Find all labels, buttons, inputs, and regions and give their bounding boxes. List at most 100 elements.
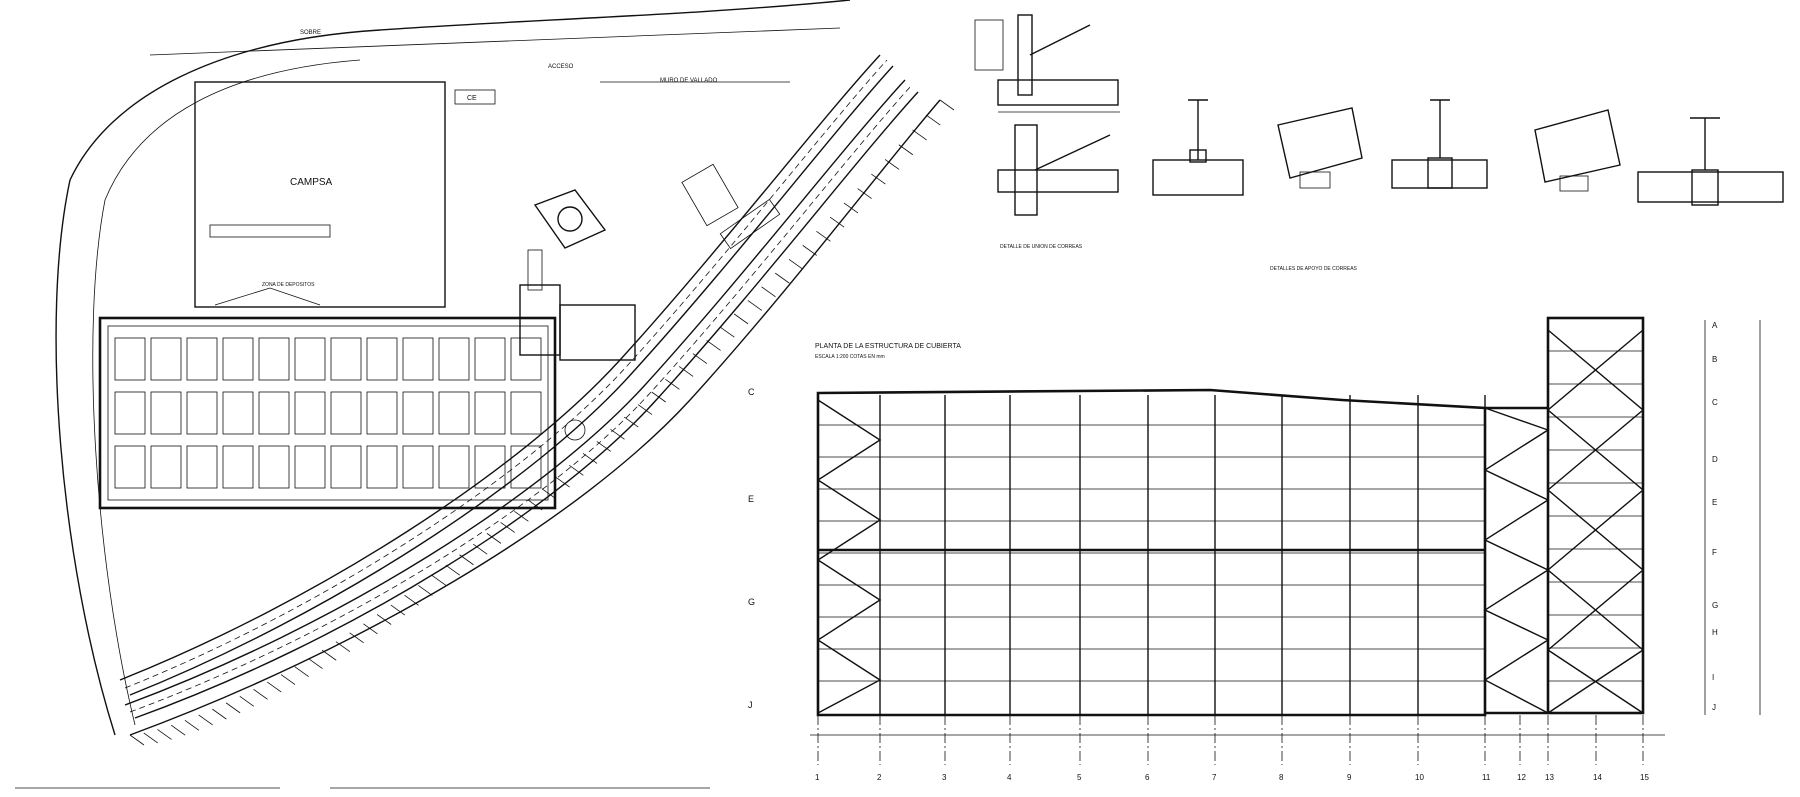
left-axis-g: G [748, 597, 755, 607]
hatch-tick [184, 720, 200, 731]
tank-cell [438, 391, 470, 435]
detail-caption-2: DETALLES DE APOYO DE CORREAS [1270, 266, 1358, 272]
embankment-hatch [129, 99, 955, 746]
tank-cell [294, 337, 326, 381]
site-boundary-line [55, 0, 851, 736]
hatch-tick [212, 708, 227, 720]
right-axis-j: J [1712, 703, 1716, 712]
hatch-tick [843, 202, 859, 214]
tank-cell [186, 445, 218, 489]
right-axis-c: C [1712, 398, 1718, 407]
hatch-tick [706, 340, 721, 351]
site-plan: SOBRE ACCESO MURO DE VALLADO CAMPSA CE Z… [15, 0, 955, 789]
tank-cell [330, 337, 362, 381]
water-tank [557, 206, 583, 232]
hatch-tick [239, 695, 255, 707]
hatch-tick [390, 604, 406, 616]
bottom-axis-label: 9 [1347, 773, 1352, 782]
hatch-tick [802, 245, 817, 256]
rail-track-1 [119, 54, 881, 681]
detail-5-beam [1391, 159, 1488, 189]
ce-label: CE [467, 95, 477, 102]
detail-6-plate [1559, 175, 1589, 192]
pump-shed [559, 304, 636, 361]
roof-end-bay [1546, 316, 1645, 715]
access-road-line [149, 27, 841, 56]
hatch-tick [720, 326, 735, 338]
hatch-tick [884, 159, 900, 170]
hatch-tick [267, 681, 282, 693]
bottom-axis-label: 10 [1415, 773, 1424, 782]
tank-leader [214, 287, 321, 306]
bracing-left [1483, 407, 1550, 714]
hatch-tick [857, 188, 872, 199]
detail-7-beam [1637, 171, 1784, 203]
tank-cell [294, 391, 326, 435]
tank-cell [474, 445, 506, 489]
hatch-tick [624, 416, 639, 428]
bottom-axis-label: 1 [815, 773, 820, 782]
hatch-tick [596, 441, 612, 452]
detail-1-beam [997, 79, 1119, 106]
hatch-tick [404, 595, 419, 606]
tank-cell [258, 445, 290, 489]
detail-4-beam [1277, 107, 1363, 179]
tank-cell [150, 445, 182, 489]
bottom-axis-label: 8 [1279, 773, 1284, 782]
tank-cell [114, 337, 146, 381]
tank-cell [402, 391, 434, 435]
hatch-tick [321, 649, 337, 661]
hatch-tick [747, 300, 763, 311]
left-axis-e: E [748, 494, 754, 504]
campsa-area [194, 81, 446, 308]
tank-cell [366, 445, 398, 489]
bottom-axis-label: 11 [1482, 773, 1491, 782]
hatch-tick [569, 465, 584, 476]
hatch-tick [665, 378, 680, 390]
hatch-tick [637, 404, 653, 415]
wall-label: MURO DE VALLADO [660, 78, 718, 84]
roof-plan-subtitle: ESCALA 1:200 COTAS EN mm [815, 354, 885, 360]
hatch-tick [280, 674, 296, 685]
hatch-tick [926, 114, 941, 126]
detail-5-plate [1427, 157, 1453, 189]
bottom-axis-label: 2 [877, 773, 882, 782]
right-axis-d: D [1712, 455, 1718, 464]
hatch-tick [678, 366, 694, 377]
roof-outline [816, 388, 1487, 717]
hatch-tick [225, 702, 241, 714]
hatch-tick [610, 428, 625, 440]
access-label: ACCESO [548, 64, 574, 70]
tank-cell [330, 445, 362, 489]
water-tank-pad [533, 189, 607, 249]
roof-plan-title: PLANTA DE LA ESTRUCTURA DE CUBIERTA [815, 343, 961, 350]
hatch-tick [829, 216, 845, 228]
hatch-tick [582, 453, 598, 464]
hatch-tick [472, 543, 488, 555]
hatch-tick [459, 554, 474, 566]
hatch-tick [775, 272, 790, 284]
bracing-right-2 [1546, 329, 1645, 714]
hatch-tick [486, 533, 502, 544]
detail-3-beam [1152, 159, 1244, 196]
tank-cell [402, 445, 434, 489]
right-axis-e: E [1712, 498, 1717, 507]
detail-2-beam [997, 169, 1119, 193]
pump-stair [527, 249, 543, 291]
tank-platform-inner [107, 325, 549, 501]
hatch-tick [871, 173, 886, 185]
campsa-note-box [209, 224, 331, 238]
gable-bracing [816, 329, 1645, 714]
bottom-axis-label: 13 [1545, 773, 1554, 782]
bottom-axis-label: 3 [942, 773, 947, 782]
roof-grid [817, 350, 1643, 715]
roof-plan: PLANTA DE LA ESTRUCTURA DE CUBIERTA ESCA… [748, 316, 1761, 782]
level-crossing [564, 419, 586, 441]
bottom-axis-label: 4 [1007, 773, 1012, 782]
station-platform [719, 198, 781, 250]
hatch-tick [500, 522, 515, 533]
rail-track-4 [134, 91, 919, 719]
hatch-tick [129, 734, 145, 746]
hatch-tick [294, 666, 309, 678]
